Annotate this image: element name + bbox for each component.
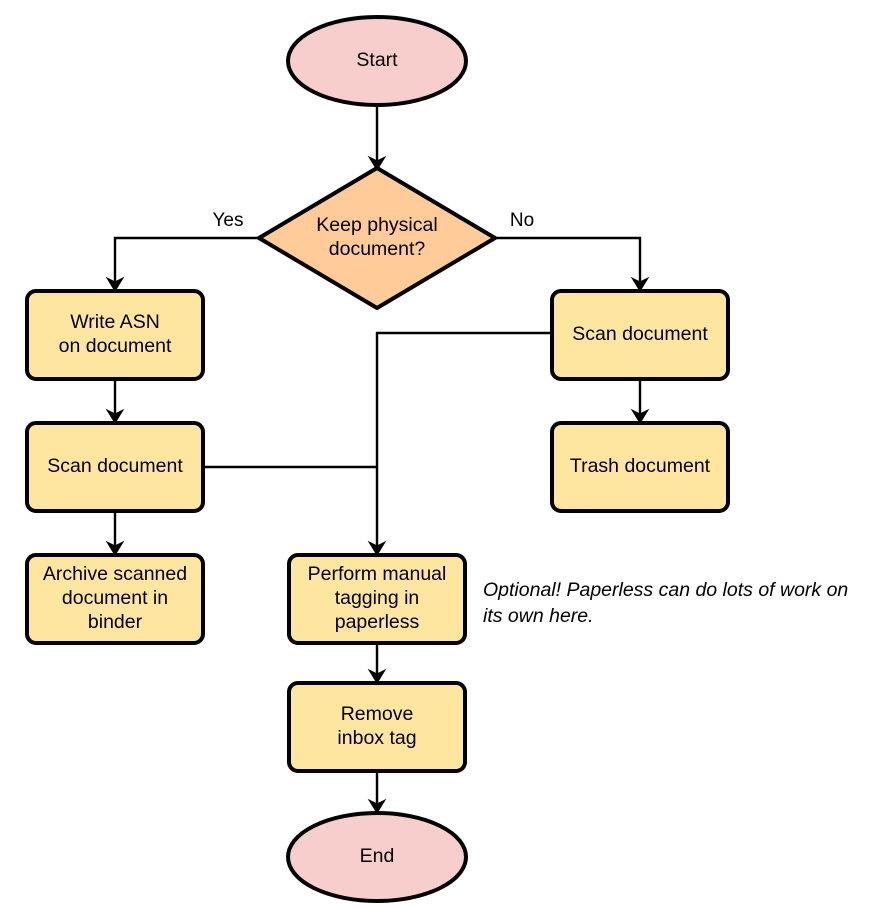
process-shape[interactable] (25, 553, 205, 645)
edge-label-yes: Yes (213, 210, 244, 231)
decision-shape[interactable] (257, 166, 497, 310)
process-shape[interactable] (287, 553, 467, 645)
process-shape[interactable] (25, 421, 205, 513)
arrow-head-icon (105, 408, 125, 424)
edge-label-no: No (510, 210, 534, 231)
annotations-layer: Optional! Paperless can do lots of work … (483, 579, 848, 627)
arrow-head-icon (105, 540, 125, 556)
process-shape[interactable] (550, 421, 730, 513)
edge-path (375, 331, 552, 549)
arrow-head-icon (367, 155, 387, 171)
arrow-head-icon (367, 668, 387, 684)
node-label: Scan document (572, 323, 708, 345)
process-shape[interactable] (550, 289, 730, 381)
edge-write-asn-to-scan (105, 379, 125, 424)
edge-scan-right-to-trash (630, 379, 650, 424)
node-scan-right[interactable]: Scan document (550, 289, 730, 381)
node-end[interactable]: End (286, 811, 468, 903)
arrow-head-icon (367, 798, 387, 814)
terminator-shape[interactable] (286, 811, 468, 903)
node-start[interactable]: Start (286, 15, 468, 107)
annotation-optional-note: Optional! Paperless can do lots of work … (483, 579, 848, 627)
node-label: Trash document (570, 455, 711, 477)
edge-path (113, 236, 259, 285)
process-shape[interactable] (25, 289, 205, 381)
terminator-shape[interactable] (286, 15, 468, 107)
edge-decision-no: No (495, 210, 650, 292)
arrow-head-icon (630, 276, 650, 292)
edge-start-to-decision (367, 105, 387, 171)
node-scan-left[interactable]: Scan document (25, 421, 205, 513)
edge-scan-left-to-archive (105, 511, 125, 556)
node-trash[interactable]: Trash document (550, 421, 730, 513)
edge-path (495, 236, 642, 285)
edges-layer: Yes No (105, 105, 650, 814)
edge-scan-right-to-tagging (367, 331, 552, 556)
arrow-head-icon (630, 408, 650, 424)
arrow-head-icon (105, 276, 125, 292)
node-label: Start (356, 49, 398, 71)
node-label: Scan document (47, 455, 183, 477)
node-label: End (360, 845, 395, 867)
process-shape[interactable] (287, 681, 467, 773)
edge-tagging-to-remove (367, 643, 387, 684)
edge-remove-to-end (367, 771, 387, 814)
arrow-head-icon (367, 540, 387, 556)
edge-decision-yes: Yes (105, 210, 259, 292)
